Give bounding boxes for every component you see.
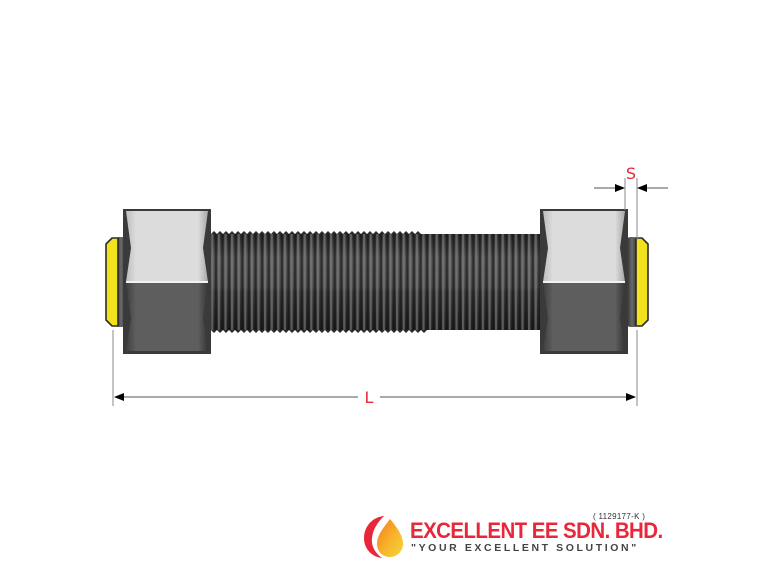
company-registration: ( 1129177-K ) — [593, 512, 646, 521]
left-end-assembly — [105, 209, 211, 354]
company-name: EXCELLENT EE SDN. BHD. — [410, 518, 663, 543]
left-hex-nut — [123, 209, 211, 354]
company-logo: ( 1129177-K ) EXCELLENT EE SDN. BHD. "YO… — [360, 510, 663, 560]
stickout-label: S — [626, 164, 636, 183]
left-protective-cap — [105, 237, 119, 327]
stickout-dimension: S — [594, 164, 668, 240]
length-dimension: L — [112, 330, 638, 407]
company-slogan: "YOUR EXCELLENT SOLUTION" — [411, 542, 639, 554]
flame-logo-icon — [364, 516, 403, 558]
right-hex-nut — [540, 209, 628, 354]
threaded-rod — [205, 231, 550, 333]
right-end-assembly — [540, 209, 649, 354]
length-label: L — [365, 388, 374, 407]
right-protective-cap — [635, 237, 649, 327]
